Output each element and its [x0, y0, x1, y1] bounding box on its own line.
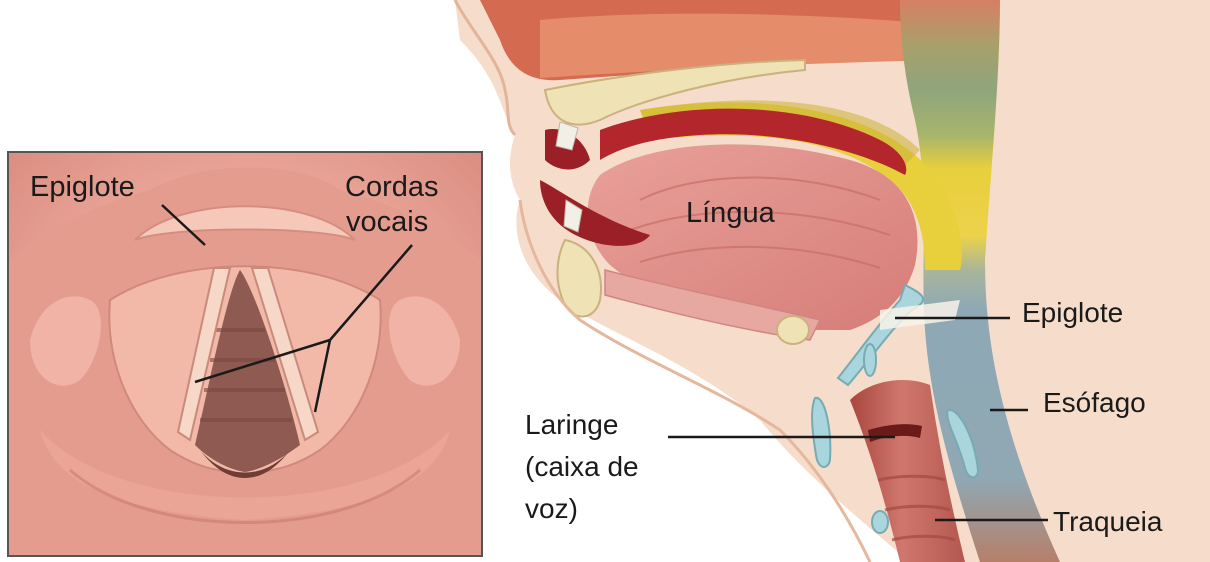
hyoid-bone: [777, 316, 809, 344]
label-esofago: Esófago: [1043, 386, 1146, 419]
label-epiglote: Epiglote: [1022, 296, 1123, 329]
label-laringe-3: voz): [525, 492, 578, 525]
label-inset-vocais: vocais: [346, 205, 428, 239]
label-inset-cordas: Cordas: [345, 170, 439, 204]
label-inset-epiglote: Epiglote: [30, 170, 135, 204]
label-traqueia: Traqueia: [1053, 505, 1162, 538]
label-laringe-2: (caixa de: [525, 450, 639, 483]
label-lingua: Língua: [686, 196, 775, 230]
label-laringe-1: Laringe: [525, 408, 618, 441]
